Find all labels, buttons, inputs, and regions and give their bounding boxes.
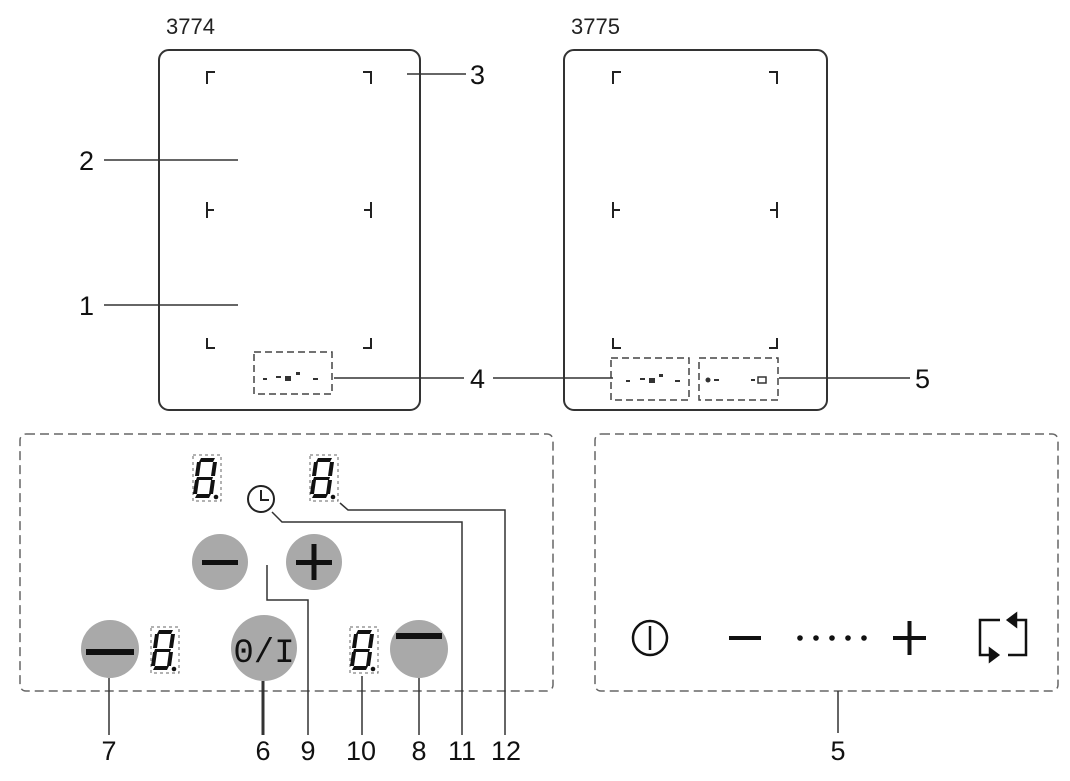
timer-display-right [309, 454, 339, 502]
power-level-display-left [150, 626, 180, 674]
control-panel-detail: 0/I [19, 433, 554, 692]
cooktop-3774 [158, 49, 421, 411]
callout-10: 10 [346, 736, 376, 766]
minus-icon[interactable] [729, 636, 761, 640]
callout-4: 4 [470, 364, 485, 394]
callout-7: 7 [101, 736, 116, 766]
control-panel-outline [19, 433, 554, 692]
power-icon[interactable] [631, 619, 669, 657]
zone-minus-button-right[interactable] [390, 620, 448, 678]
callout-5-top: 5 [915, 364, 930, 394]
clock-icon [247, 485, 275, 513]
slider-panel-outline [594, 433, 1059, 692]
callout-8: 8 [411, 736, 426, 766]
callout-2: 2 [79, 146, 94, 176]
slider-dots-icon[interactable] [797, 635, 867, 641]
callout-lines-top [104, 73, 910, 379]
zone-corner-marks-right [612, 71, 778, 349]
cooktop-outline-right [563, 49, 828, 411]
model-label-right: 3775 [571, 14, 620, 39]
on-off-button[interactable]: 0/I [231, 615, 297, 681]
control-panel-mark-right [610, 357, 690, 401]
slider-panel-mark-right [698, 357, 779, 401]
timer-display-left [192, 454, 222, 502]
cooktop-outline-left [158, 49, 421, 411]
callout-3: 3 [470, 60, 485, 90]
callout-6: 6 [255, 736, 270, 766]
model-label-left: 3774 [166, 14, 215, 39]
bridge-zone-icon[interactable] [978, 611, 1028, 664]
callout-5-bottom: 5 [830, 736, 845, 766]
timer-minus-button[interactable] [192, 534, 248, 590]
callout-11: 11 [448, 736, 476, 766]
callout-lines-bottom [108, 502, 839, 735]
control-panel-mark-left [253, 351, 333, 395]
callout-9: 9 [300, 736, 315, 766]
zone-corner-marks-left [206, 71, 372, 349]
timer-plus-button[interactable] [286, 534, 342, 590]
slider-panel-detail [594, 433, 1059, 692]
callout-1: 1 [79, 291, 94, 321]
on-off-button-label: 0/I [233, 635, 294, 673]
plus-icon[interactable] [893, 621, 926, 655]
cooktop-3775 [563, 49, 828, 411]
power-level-display-right [349, 626, 379, 674]
zone-minus-button-left[interactable] [81, 620, 139, 678]
callout-12: 12 [491, 736, 521, 766]
